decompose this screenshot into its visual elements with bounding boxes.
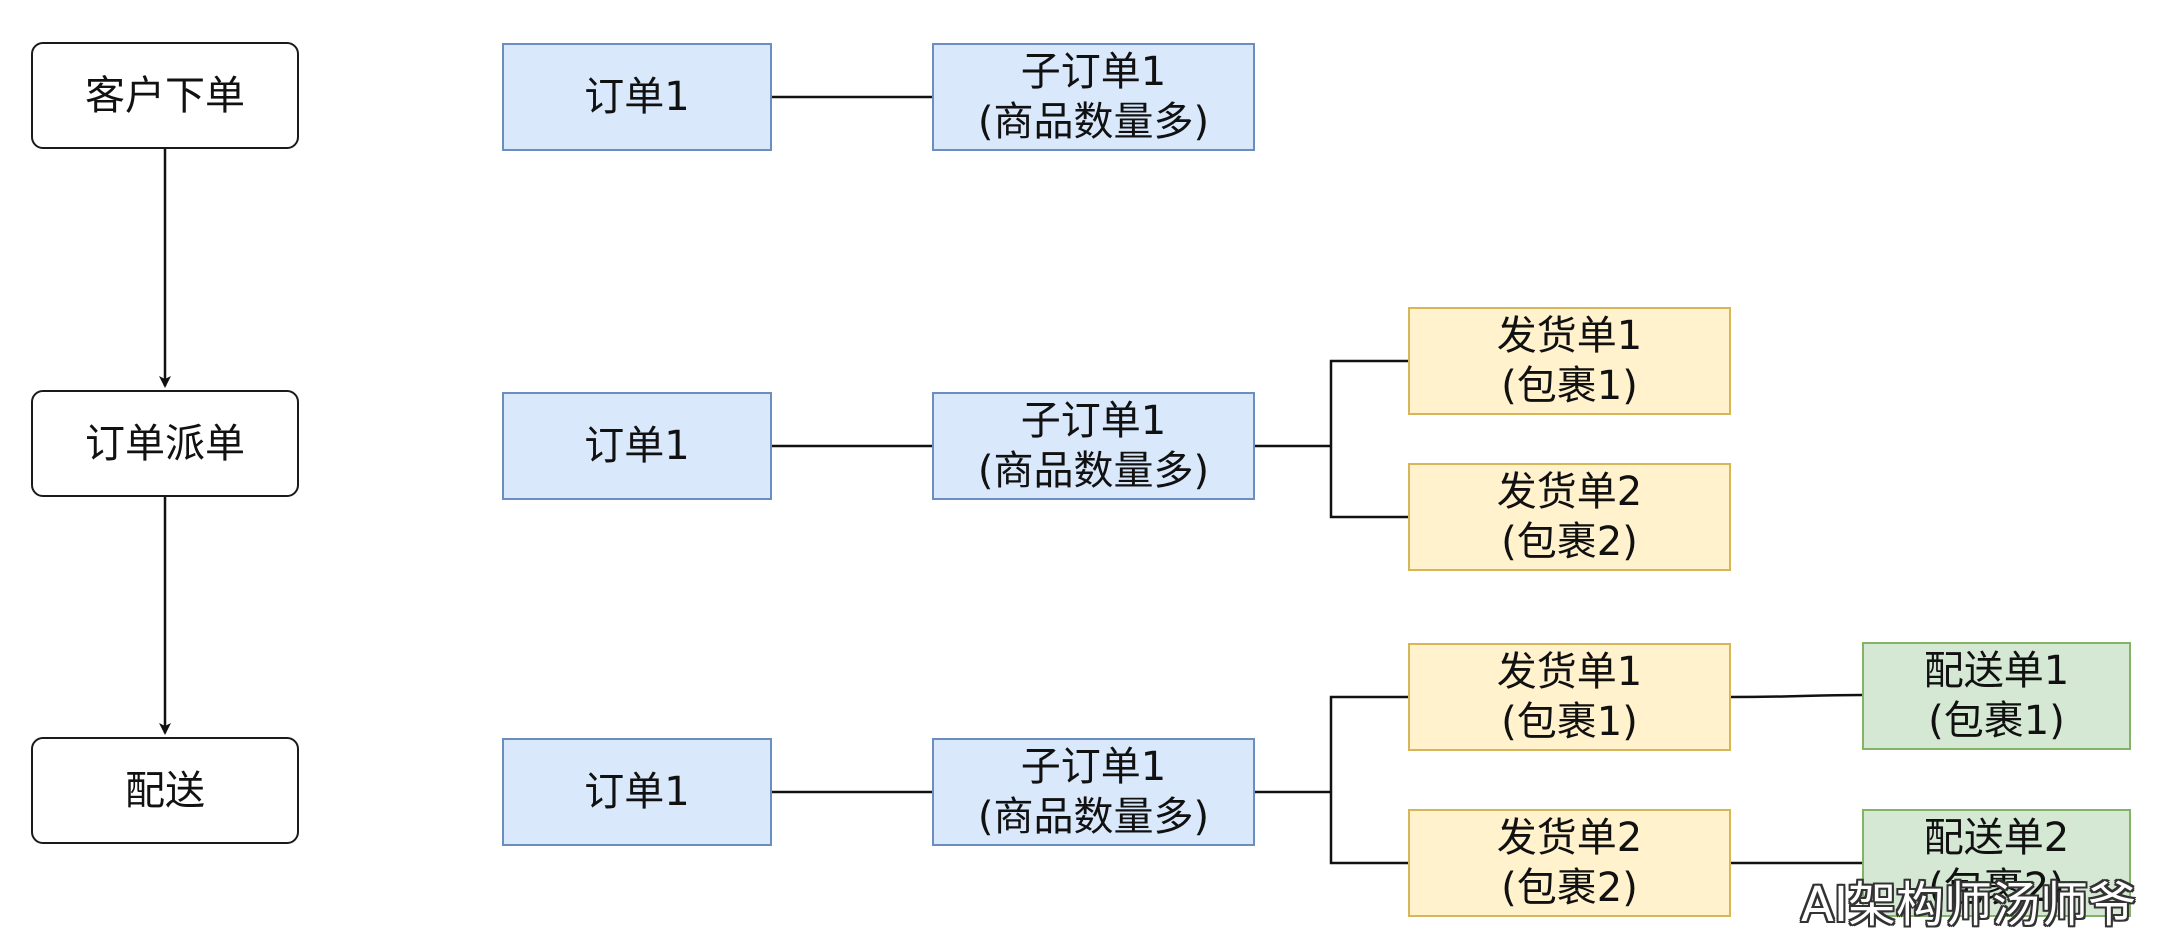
row1-order-box: 订单1 xyxy=(502,43,772,151)
shipment-label-line1: 发货单2 xyxy=(1496,469,1643,515)
row2-order-box: 订单1 xyxy=(502,392,772,500)
shipment-label-line1: 发货单2 xyxy=(1496,815,1643,861)
flow-step-customer-order: 客户下单 xyxy=(31,42,299,149)
shipment-label-line1: 发货单1 xyxy=(1496,649,1643,695)
suborder-label-line1: 子订单1 xyxy=(1020,398,1167,444)
suborder-label-line1: 子订单1 xyxy=(1020,49,1167,95)
row3-delivery1-box: 配送单1 (包裹1) xyxy=(1862,642,2131,750)
delivery-label-line1: 配送单1 xyxy=(1923,648,2070,694)
row2-branch-to-ship2 xyxy=(1329,446,1408,519)
suborder-label-line2: (商品数量多) xyxy=(977,448,1210,494)
row3-order-box: 订单1 xyxy=(502,738,772,846)
shipment-label-line2: (包裹2) xyxy=(1501,519,1638,565)
suborder-label-line2: (商品数量多) xyxy=(977,99,1210,145)
watermark-text: AI架构师汤师爷 xyxy=(1801,877,2136,933)
delivery-label-line2: (包裹2) xyxy=(1928,865,2065,911)
row3-shipment2-box: 发货单2 (包裹2) xyxy=(1408,809,1731,917)
row1-suborder-box: 子订单1 (商品数量多) xyxy=(932,43,1255,151)
row3-ship1-to-deliv1-line xyxy=(1730,693,1863,699)
suborder-label-line2: (商品数量多) xyxy=(977,794,1210,840)
flow-step-label: 客户下单 xyxy=(85,72,245,119)
shipment-label-line2: (包裹2) xyxy=(1501,865,1638,911)
flow-step-delivery: 配送 xyxy=(31,737,299,844)
flow-step-label: 配送 xyxy=(125,767,205,814)
flow-step-order-dispatch: 订单派单 xyxy=(31,390,299,497)
row3-delivery2-box: 配送单2 (包裹2) xyxy=(1862,809,2131,917)
delivery-label-line1: 配送单2 xyxy=(1923,815,2070,861)
row3-branch-to-ship2 xyxy=(1329,792,1408,865)
order-label: 订单1 xyxy=(584,423,690,469)
row2-suborder-box: 子订单1 (商品数量多) xyxy=(932,392,1255,500)
shipment-label-line2: (包裹1) xyxy=(1501,363,1638,409)
shipment-label-line1: 发货单1 xyxy=(1496,313,1643,359)
flow-step-label: 订单派单 xyxy=(85,420,245,467)
row3-shipment1-box: 发货单1 (包裹1) xyxy=(1408,643,1731,751)
row2-shipment1-box: 发货单1 (包裹1) xyxy=(1408,307,1731,415)
row3-suborder-box: 子订单1 (商品数量多) xyxy=(932,738,1255,846)
shipment-label-line2: (包裹1) xyxy=(1501,699,1638,745)
row3-branch-to-ship1 xyxy=(1329,695,1408,792)
suborder-label-line1: 子订单1 xyxy=(1020,744,1167,790)
order-label: 订单1 xyxy=(584,74,690,120)
delivery-label-line2: (包裹1) xyxy=(1928,698,2065,744)
row2-branch-to-ship1 xyxy=(1329,359,1408,446)
row2-shipment2-box: 发货单2 (包裹2) xyxy=(1408,463,1731,571)
order-label: 订单1 xyxy=(584,769,690,815)
